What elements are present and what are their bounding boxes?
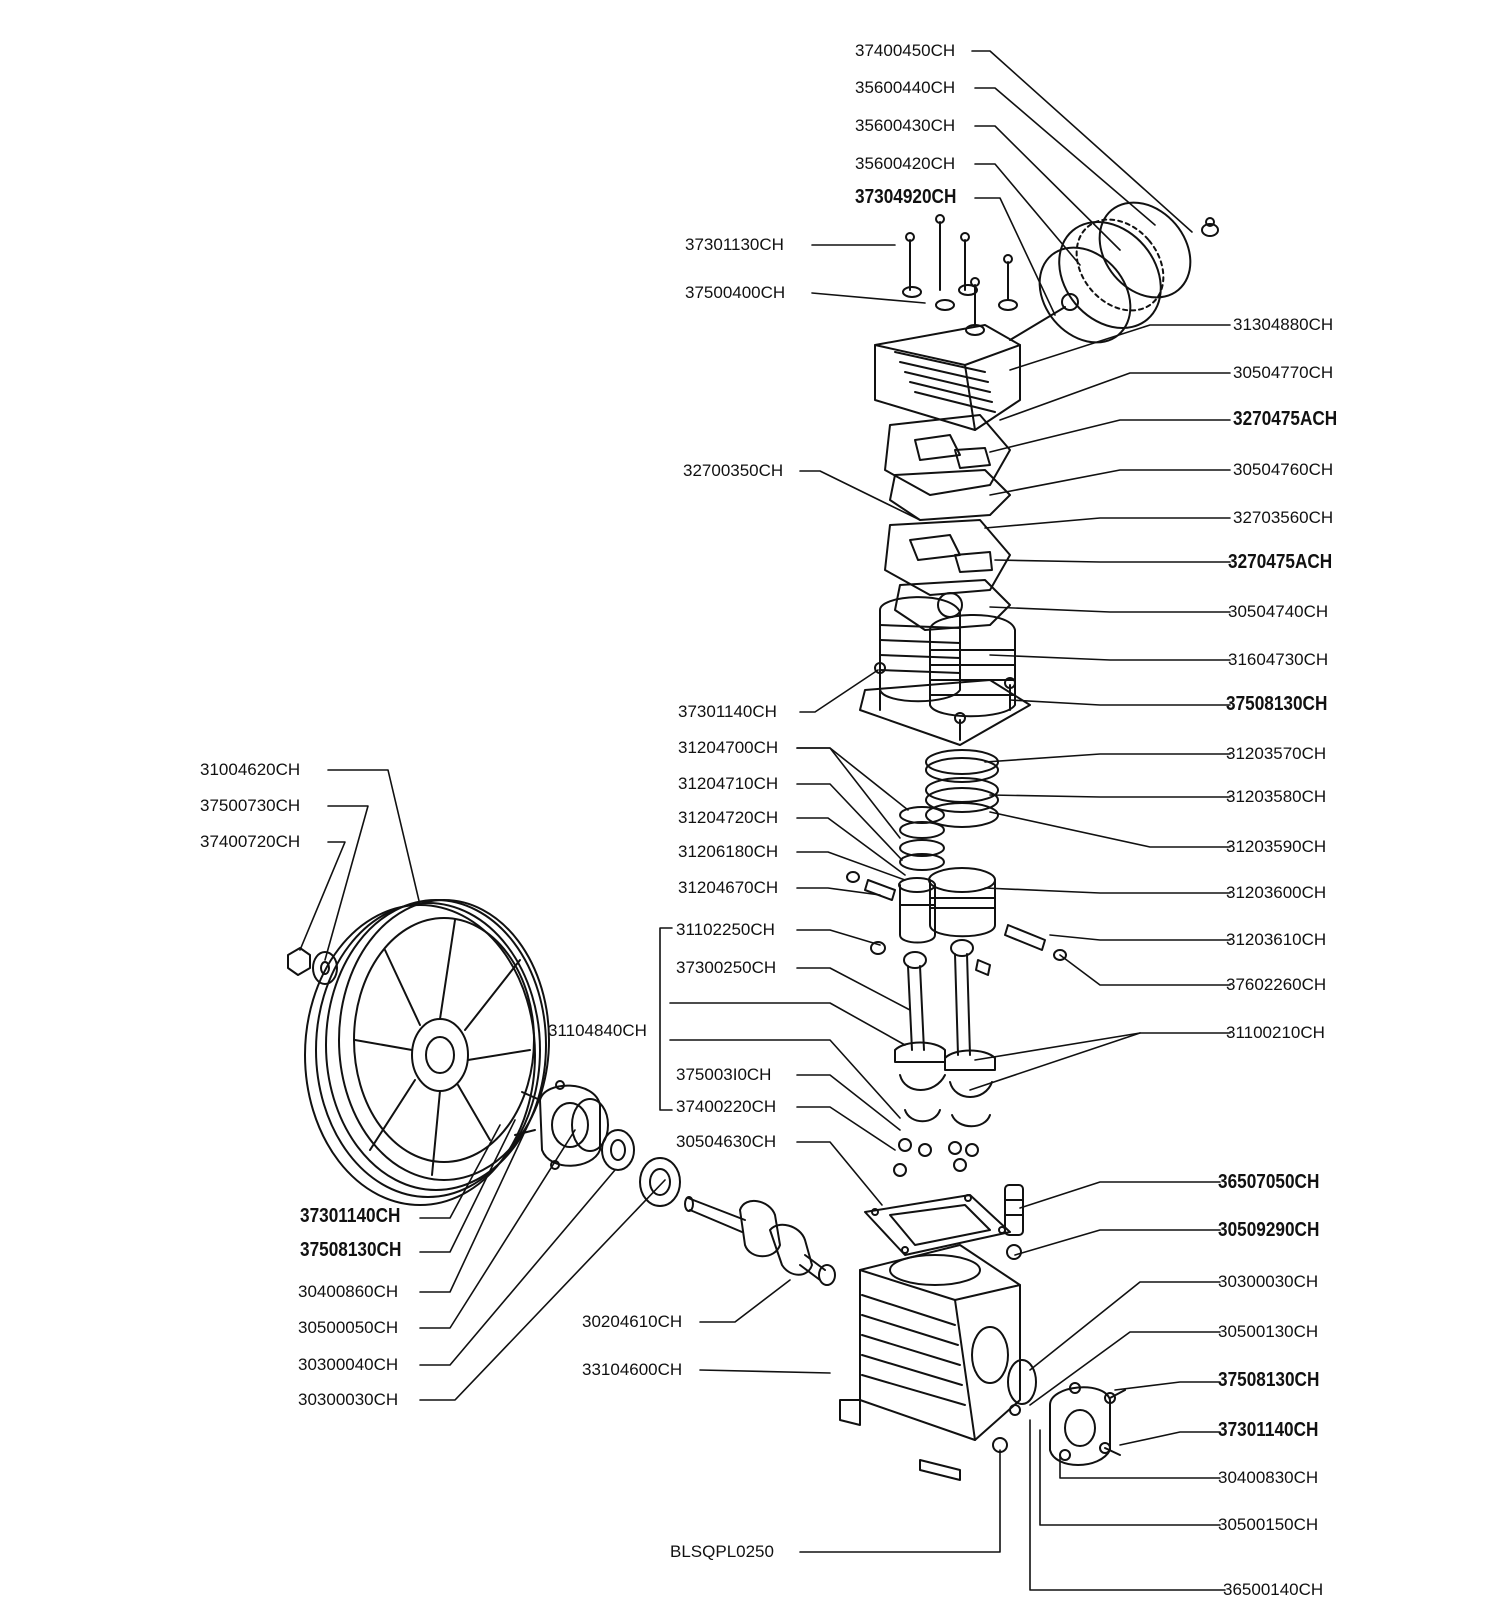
piston-rings-right [925,749,999,828]
part-label: 35600420CH [855,154,956,173]
part-label: 31204700CH [678,738,779,757]
part-label: 33104600CH [582,1360,683,1379]
valve-plate-gaskets [884,414,1011,631]
part-label: 36500140CH [1223,1580,1324,1599]
part-label: 35600430CH [855,116,956,135]
part-label: 31203590CH [1226,837,1327,856]
part-label: 30509290CH [1218,1219,1320,1241]
part-label: 30504770CH [1233,363,1334,382]
part-label: 37400450CH [855,41,956,60]
part-label: 31203600CH [1226,883,1327,902]
part-label: 31604730CH [1228,650,1329,669]
part-label: 30300030CH [1218,1272,1319,1291]
part-label: 31203580CH [1226,787,1327,806]
part-label: 37301130CH [685,235,784,254]
flywheel-pulley [304,899,550,1206]
part-label: 30504760CH [1233,460,1334,479]
flywheel-nut [287,947,338,985]
part-label: 30504630CH [676,1132,777,1151]
part-label: 31104840CH [548,1021,647,1040]
part-label: 37508130CH [300,1239,402,1261]
part-label: 31203610CH [1226,930,1327,949]
cylinder-head [874,324,1021,431]
part-label: 30204610CH [582,1312,683,1331]
air-filter-assembly [1009,201,1219,344]
part-label: 30400860CH [298,1282,399,1301]
rear-bearing-cover [1049,1382,1126,1466]
part-label: 31304880CH [1233,315,1334,334]
part-label: 30504740CH [1228,602,1329,621]
part-label: 30500130CH [1218,1322,1319,1341]
part-label: 37500400CH [685,283,786,302]
part-label: 35600440CH [855,78,956,97]
connecting-rods [893,939,996,1177]
part-label: 32703560CH [1233,508,1334,527]
part-label: 31004620CH [200,760,301,779]
part-label: 3270475ACH [1233,408,1338,430]
part-label: 31204710CH [678,774,779,793]
front-bearing-cover [514,1080,609,1170]
part-label: 37508130CH [1218,1369,1320,1391]
part-label: 31100210CH [1226,1023,1325,1042]
part-label: 37300250CH [676,958,777,977]
part-label: 31204670CH [678,878,779,897]
crankcase [839,1244,1037,1481]
piston-rings-left [899,806,945,871]
part-label: 3270475ACH [1228,551,1333,573]
part-label: 30300040CH [298,1355,399,1374]
part-label: 37304920CH [855,186,957,208]
bearings [601,1129,681,1207]
breather [1004,1184,1024,1260]
pistons [898,867,996,944]
part-label: 37508130CH [1226,693,1328,715]
part-label: 30500050CH [298,1318,399,1337]
wrist-pins [846,871,1067,976]
part-label: 36507050CH [1218,1171,1320,1193]
part-label: 37500730CH [200,796,301,815]
part-label: 31204720CH [678,808,779,827]
part-label: 31203570CH [1226,744,1327,763]
head-bolts [902,214,1018,336]
part-label: 30300030CH [298,1390,399,1409]
crankcase-gasket [864,1194,1011,1256]
part-label: 31206180CH [678,842,779,861]
part-label: 30500150CH [1218,1515,1319,1534]
part-label: 37400720CH [200,832,301,851]
part-label: 37602260CH [1226,975,1327,994]
part-label: 37400220CH [676,1097,777,1116]
crankshaft [684,1196,836,1286]
part-label: 37301140CH [300,1205,401,1227]
part-label: 37301140CH [1218,1419,1319,1441]
part-label: 37301140CH [678,702,777,721]
leader-lines [299,50,1231,1591]
cylinder-block [859,596,1031,746]
part-label: 375003I0CH [676,1065,772,1084]
part-label: 30400830CH [1218,1468,1319,1487]
part-label: 31102250CH [676,920,775,939]
part-label: BLSQPL0250 [670,1542,774,1561]
part-label: 32700350CH [683,461,784,480]
